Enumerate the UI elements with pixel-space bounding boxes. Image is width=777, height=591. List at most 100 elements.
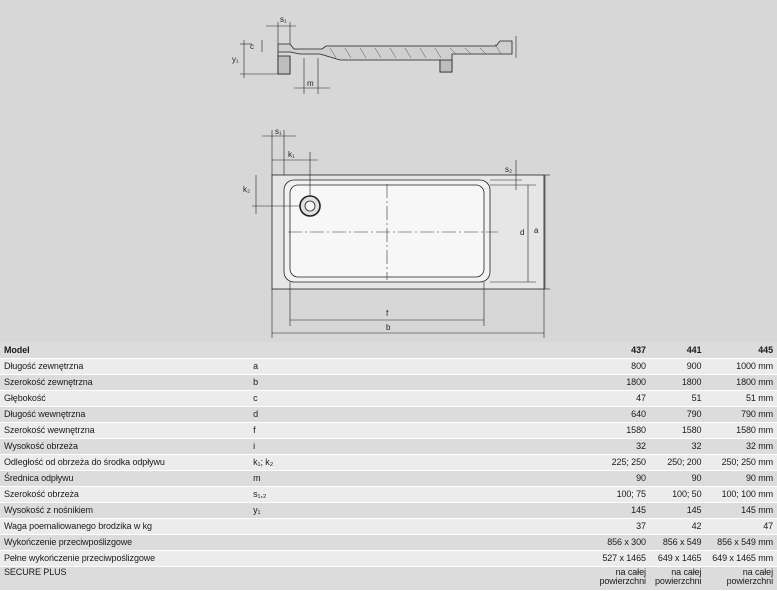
row-label: Wysokość obrzeża [0,438,250,455]
row-value-441: 145 [649,502,706,519]
row-label: Odległość od obrzeża do środka odpływu [0,454,250,471]
row-value-445: 32 mm [705,438,777,455]
row-label: Szerokość zewnętrzna [0,374,250,391]
secure-plus-text-441-a: na całej [671,567,702,577]
secure-plus-text-437-a: na całej [615,567,646,577]
row-symbol: i [249,438,595,455]
row-value-445: 250; 250 mm [705,454,777,471]
row-value-441: 32 [649,438,706,455]
row-symbol: k₁; k₂ [249,454,595,471]
row-value-445: 90 mm [705,470,777,487]
row-symbol: y₁ [249,502,595,519]
header-model-445: 445 [705,342,777,359]
row-value-445: 145 mm [705,502,777,519]
row-value-437: 1580 [594,422,650,439]
row-symbol [249,550,595,567]
row-label: Głębokość [0,390,250,407]
label-y1: y₁ [232,55,239,64]
row-value-445: 1800 mm [705,374,777,391]
row-value-445: 790 mm [705,406,777,423]
row-value-445: 1580 mm [705,422,777,439]
row-label: Pełne wykończenie przeciwpoślizgowe [0,550,250,567]
row-value-441: 100; 50 [649,486,706,503]
row-label: Średnica odpływu [0,470,250,487]
row-value-437: 527 x 1465 [594,550,650,567]
row-value-441: 51 [649,390,706,407]
row-label: Wysokość z nośnikiem [0,502,250,519]
drawing-svg: s₁ c y₁ m [232,15,550,338]
secure-plus-text-441-b: powierzchni [655,576,702,586]
row-value-437: 640 [594,406,650,423]
cross-section [240,22,517,94]
row-value-437: 856 x 300 [594,534,650,551]
row-label: Długość zewnętrzna [0,358,250,375]
row-value-445: 1000 mm [705,358,777,375]
row-label: Szerokość obrzeża [0,486,250,503]
row-value-441: 1580 [649,422,706,439]
row-symbol: a [249,358,595,375]
row-label: Szerokość wewnętrzna [0,422,250,439]
row-value-437: 1800 [594,374,650,391]
table-row: Pełne wykończenie przeciwpoślizgowe 527 x… [0,550,777,567]
header-model-441: 441 [649,342,706,359]
label-d: d [520,228,524,237]
label-s1-top: s₁ [280,15,287,24]
row-value-437: 37 [594,518,650,535]
row-value-441: 42 [649,518,706,535]
secure-plus-text-437-b: powierzchni [599,576,646,586]
row-symbol [249,566,595,591]
row-value-441: 790 [649,406,706,423]
label-k1: k₁ [288,150,295,159]
label-m: m [307,79,314,88]
table-header-row: Model 437 441 445 [0,342,777,359]
row-value-445: 649 x 1465 mm [705,550,777,567]
row-value-437: 47 [594,390,650,407]
label-c: c [250,42,254,51]
row-symbol [249,518,595,535]
row-label: Długość wewnętrzna [0,406,250,423]
row-value-437: 90 [594,470,650,487]
label-k2: k₂ [243,185,250,194]
row-symbol: f [249,422,595,439]
label-s1-plan: s₁ [275,127,282,136]
label-b: b [386,323,391,332]
secure-plus-text-445-b: powierzchni [726,576,774,586]
header-model-437: 437 [594,342,650,359]
row-value-445: 856 x 549 mm [705,534,777,551]
row-value-437: 800 [594,358,650,375]
row-symbol: m [249,470,595,487]
row-label: Wykończenie przeciwpoślizgowe [0,534,250,551]
secure-plus-text-445-a: na całej [742,567,773,577]
row-symbol: b [249,374,595,391]
row-value-437: 100; 75 [594,486,650,503]
row-value-441: 90 [649,470,706,487]
row-value-445: 47 [705,518,777,535]
row-value-437: 225; 250 [594,454,650,471]
row-label: Waga poemaliowanego brodzika w kg [0,518,250,535]
row-value-441: 649 x 1465 [649,550,706,567]
row-symbol: s₁,₂ [249,486,595,503]
row-symbol: c [249,390,595,407]
row-symbol: d [249,406,595,423]
row-value-441: 856 x 549 [649,534,706,551]
row-value-441: 900 [649,358,706,375]
row-value-437: 145 [594,502,650,519]
header-model: Model [0,342,250,359]
